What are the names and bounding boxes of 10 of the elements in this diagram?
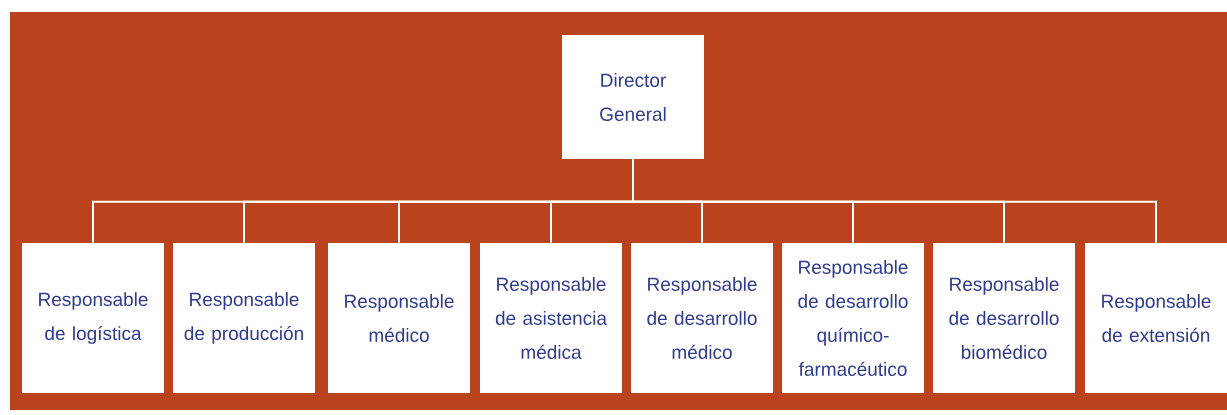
- connector-line: [632, 158, 1157, 244]
- position-box: Responsable de logística: [22, 243, 164, 393]
- position-box: Responsable de extensión: [1085, 243, 1227, 393]
- position-box: Responsable de asistencia médica: [480, 243, 622, 393]
- position-box: Responsable de desarrollo químico-farmacéutico: [782, 243, 924, 393]
- position-box: Responsable de producción: [173, 243, 315, 393]
- position-box: Responsable de desarrollo biomédico: [933, 243, 1075, 393]
- position-box: Responsable de desarrollo médico: [631, 243, 773, 393]
- position-box: Responsable médico: [328, 243, 470, 393]
- director-box: Director General: [562, 35, 704, 159]
